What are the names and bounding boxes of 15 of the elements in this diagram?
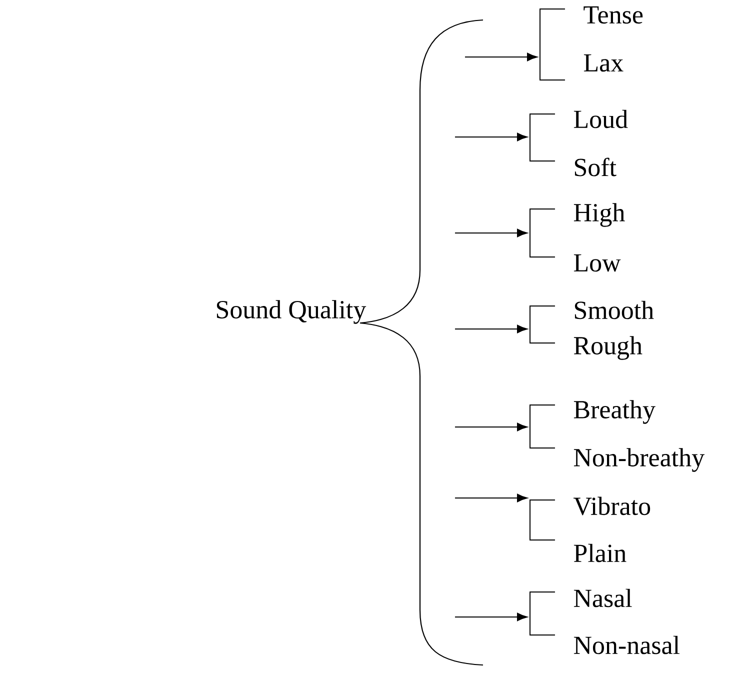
bracket-group: Loud Soft (530, 110, 628, 176)
bracket-group: Tense Lax (540, 6, 643, 80)
arrow (454, 228, 528, 238)
bracket-group: Breathy Non-breathy (530, 400, 704, 472)
arrow (454, 324, 528, 334)
bracket-group: Smooth Rough (530, 300, 654, 360)
arrow (454, 612, 528, 622)
arrow (454, 422, 528, 432)
arrow (464, 52, 538, 62)
bracket-group: Vibrato Plain (530, 496, 650, 562)
bracket-group: High Low (530, 203, 625, 272)
arrow (454, 132, 528, 142)
bracket-group: Nasal Non-nasal (530, 588, 680, 654)
category-label: Sound Quality (216, 300, 366, 324)
arrow (454, 494, 528, 502)
